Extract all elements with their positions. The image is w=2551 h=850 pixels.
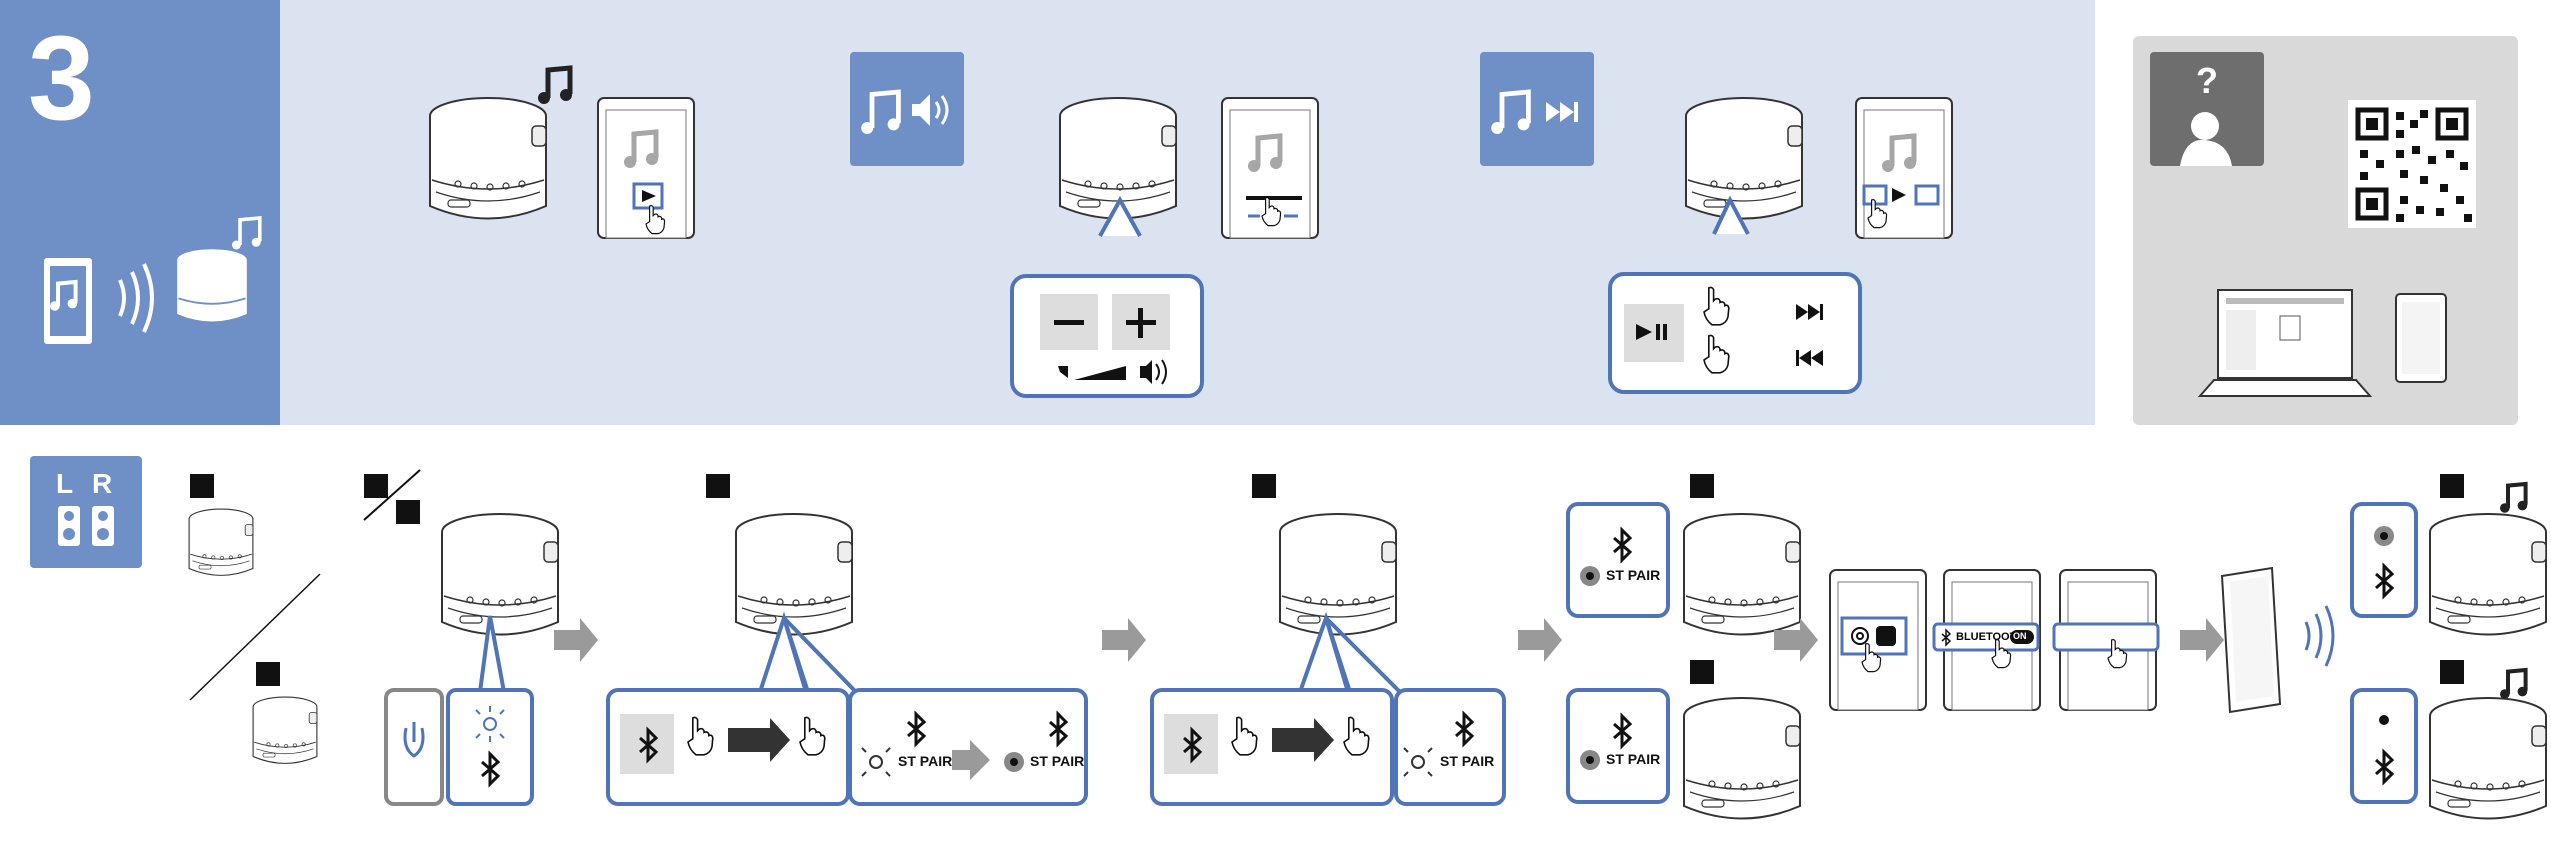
step-number: 3 — [28, 11, 95, 145]
laptop-icon — [2197, 289, 2373, 397]
music-note-icon — [231, 216, 262, 250]
speaker-left-label: L — [56, 468, 74, 499]
bluetooth-setting-label: BLUETOOTH — [1956, 631, 2025, 643]
power-callout — [384, 615, 534, 806]
track-tile — [1480, 52, 1594, 166]
st-pair-label: ST PAIR — [1606, 567, 1661, 583]
phone-track — [1855, 97, 1953, 239]
phone-play — [597, 97, 695, 239]
phone-volume — [1221, 97, 1319, 239]
help-tile — [2150, 52, 2264, 166]
phone-bluetooth-on — [1932, 569, 2041, 711]
stereo-tile — [30, 456, 142, 568]
power-icon — [403, 722, 425, 758]
final-top — [2350, 484, 2547, 636]
volume-tile — [850, 52, 964, 166]
settings-icon — [1851, 627, 1869, 645]
next-track-icon — [1546, 102, 1578, 122]
wave-icon — [118, 263, 154, 333]
speaker-icon — [177, 249, 247, 322]
volume-callout — [1010, 195, 1204, 398]
qr-code-icon — [2348, 100, 2476, 228]
st-pair-label: ST PAIR — [898, 753, 953, 769]
smartphone-icon — [44, 258, 92, 344]
smartphone-icon — [2395, 293, 2447, 383]
bluetooth-toggle-on: ON — [2013, 631, 2027, 641]
phone-device-select — [2052, 569, 2160, 711]
final-bottom — [2350, 670, 2547, 820]
st-pair-label: ST PAIR — [1030, 753, 1085, 769]
question-mark: ? — [2196, 60, 2218, 101]
smartphone-icon — [2220, 566, 2282, 714]
st-pair-label: ST PAIR — [1606, 751, 1661, 767]
st-pair-top — [1566, 502, 1801, 636]
track-callout — [1608, 195, 1862, 394]
help-person-icon — [2180, 112, 2232, 166]
pairing-callout — [606, 611, 1088, 806]
step-panel — [0, 0, 280, 425]
st-pair-label: ST PAIR — [1440, 753, 1495, 769]
pairing-callout-2 — [1150, 611, 1506, 806]
wave-icon — [2304, 605, 2335, 667]
phone-settings — [1829, 569, 1927, 711]
play-pause-icon — [1636, 324, 1667, 340]
speaker-right-label: R — [92, 468, 113, 499]
volume-icon — [912, 94, 930, 126]
st-pair-bottom — [1566, 688, 1801, 820]
